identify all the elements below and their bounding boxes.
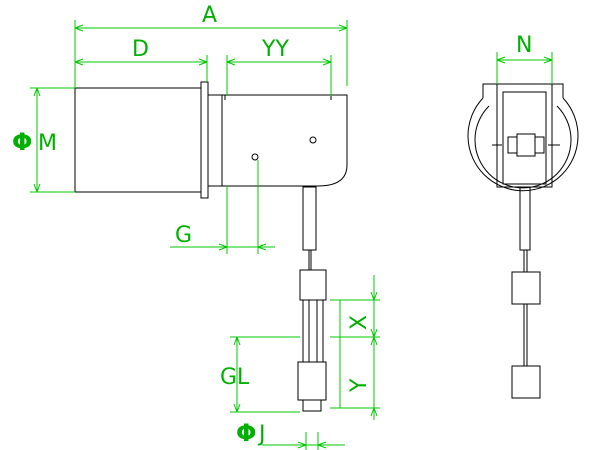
spindle-lower-collar: [297, 361, 327, 401]
arrowheads: [74, 24, 348, 32]
end-housing-top: [482, 83, 564, 98]
label-a: A: [202, 3, 217, 28]
end-inner-frame: [496, 83, 553, 188]
label-phi-j: Φ: [236, 419, 256, 447]
side-view: [74, 81, 348, 412]
arrowheads: [218, 243, 267, 251]
arrowheads: [226, 58, 332, 66]
label-yy: YY: [261, 37, 289, 62]
spindle-collar: [299, 269, 327, 301]
arrowheads: [33, 87, 41, 193]
end-core: [502, 91, 547, 185]
end-shaft-block: [516, 133, 536, 157]
spindle-upper: [302, 186, 317, 251]
label-g: G: [175, 223, 192, 248]
label-phi-m: Φ: [12, 128, 32, 156]
end-shaft-left: [507, 136, 518, 154]
spindle-tube: [302, 299, 324, 363]
label-n: N: [516, 33, 532, 58]
arrowheads: [297, 441, 327, 449]
motor-body: [74, 87, 202, 193]
label-j: J: [257, 422, 266, 447]
label-gl: GL: [220, 365, 250, 390]
arrowheads: [233, 336, 241, 413]
label-y: Y: [347, 378, 372, 393]
arrowheads: [370, 291, 378, 417]
mount-hole-lower: [251, 153, 259, 161]
end-lower-block: [511, 365, 541, 399]
arrowheads: [496, 56, 553, 64]
end-spindle: [519, 186, 531, 251]
end-upper-block: [511, 271, 541, 305]
dimensions: A D YY Φ M N G: [12, 3, 553, 450]
end-view: [467, 83, 579, 399]
shaft-tip: [302, 399, 322, 412]
gearbox-housing: [208, 94, 348, 187]
end-housing-ring-inner: [474, 105, 572, 189]
label-x: X: [347, 315, 372, 330]
label-d: D: [132, 37, 149, 62]
end-housing-ring: [467, 97, 579, 192]
motor-flange: [200, 81, 209, 199]
mount-hole-upper: [309, 136, 317, 144]
end-shaft-right: [534, 136, 545, 154]
label-m: M: [38, 131, 57, 156]
arrowheads: [74, 58, 208, 66]
